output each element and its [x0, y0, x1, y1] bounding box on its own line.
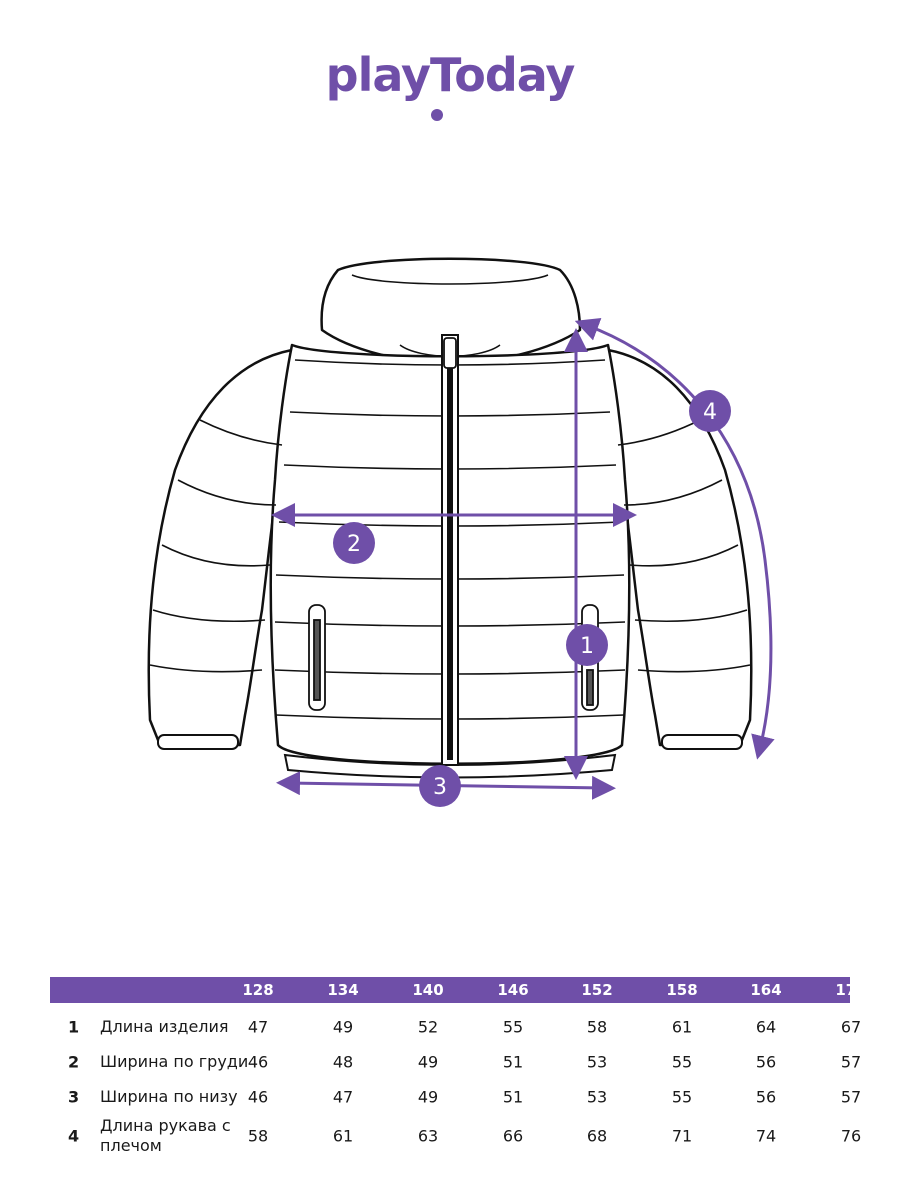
row-label: Ширина по низу [100, 1086, 238, 1106]
table-cell: 47 [332, 1087, 354, 1106]
zipper [441, 334, 459, 766]
table-cell: 56 [755, 1052, 777, 1071]
size-header-128: 128 [242, 981, 274, 999]
table-cell: 52 [417, 1017, 439, 1036]
table-row: 4 Длина рукава с плечом 58 61 63 66 68 71 74 76 [50, 1114, 861, 1158]
size-header-152: 152 [581, 981, 613, 999]
table-cell: 67 [840, 1017, 862, 1036]
size-header-146: 146 [497, 981, 529, 999]
marker-2: 2 [333, 522, 375, 564]
marker-4: 4 [689, 390, 731, 432]
table-cell: 49 [417, 1087, 439, 1106]
size-header-140: 140 [412, 981, 444, 999]
row-label: Длина рукава с плечом [100, 1116, 231, 1155]
table-cell: 61 [332, 1126, 354, 1146]
measurement-markers: 1 2 3 4 [333, 390, 731, 807]
marker-3-label: 3 [433, 775, 447, 800]
row-number: 4 [68, 1126, 80, 1146]
table-cell: 49 [332, 1017, 354, 1036]
table-cell: 51 [502, 1052, 524, 1071]
row-number: 3 [68, 1087, 80, 1106]
row-label: Ширина по груди [100, 1051, 249, 1071]
table-cell: 58 [247, 1126, 269, 1146]
table-cell: 58 [586, 1017, 608, 1036]
table-cell: 57 [840, 1052, 862, 1071]
table-cell: 63 [417, 1126, 439, 1146]
row-label: Длина изделия [100, 1016, 229, 1036]
marker-1: 1 [566, 624, 608, 666]
size-chart-table: 128 134 140 146 152 158 164 170 1 Длина изделия 4… [50, 977, 867, 1158]
size-header-158: 158 [666, 981, 698, 999]
brand-logo: playToday [0, 48, 900, 102]
table-cell: 49 [417, 1052, 439, 1071]
table-cell: 55 [502, 1017, 524, 1036]
row-number: 1 [68, 1017, 80, 1036]
table-cell: 68 [586, 1126, 608, 1146]
table-row: 1 Длина изделия 47 49 52 55 58 61 64 67 [50, 1009, 861, 1044]
row-number: 2 [68, 1052, 80, 1071]
table-cell: 55 [671, 1087, 693, 1106]
jacket-measurement-diagram: 1 2 3 4 [147, 257, 775, 807]
table-cell: 64 [755, 1017, 777, 1036]
table-cell: 66 [502, 1126, 524, 1146]
table-row: 3 Ширина по низу 46 47 49 51 53 55 56 57 [50, 1079, 861, 1114]
marker-2-label: 2 [347, 532, 361, 557]
table-cell: 55 [671, 1052, 693, 1071]
table-cell: 53 [586, 1087, 608, 1106]
table-cell: 48 [332, 1052, 354, 1071]
marker-1-label: 1 [580, 634, 594, 659]
table-cell: 74 [755, 1126, 777, 1146]
table-cell: 51 [502, 1087, 524, 1106]
marker-4-label: 4 [703, 400, 717, 425]
size-header-134: 134 [327, 981, 359, 999]
size-header-164: 164 [750, 981, 782, 999]
table-cell: 46 [247, 1087, 269, 1106]
brand-logo-text: playToday [325, 48, 576, 102]
logo-dot-icon [431, 109, 443, 121]
size-header-170: 170 [835, 981, 867, 999]
table-cell: 61 [671, 1017, 693, 1036]
table-cell: 53 [586, 1052, 608, 1071]
marker-3: 3 [419, 765, 461, 807]
table-cell: 56 [755, 1087, 777, 1106]
size-header-row: 128 134 140 146 152 158 164 170 [50, 977, 867, 1003]
table-cell: 76 [840, 1126, 862, 1146]
table-cell: 71 [671, 1126, 693, 1146]
table-cell: 57 [840, 1087, 862, 1106]
table-cell: 47 [247, 1017, 269, 1036]
table-cell: 46 [247, 1052, 269, 1071]
